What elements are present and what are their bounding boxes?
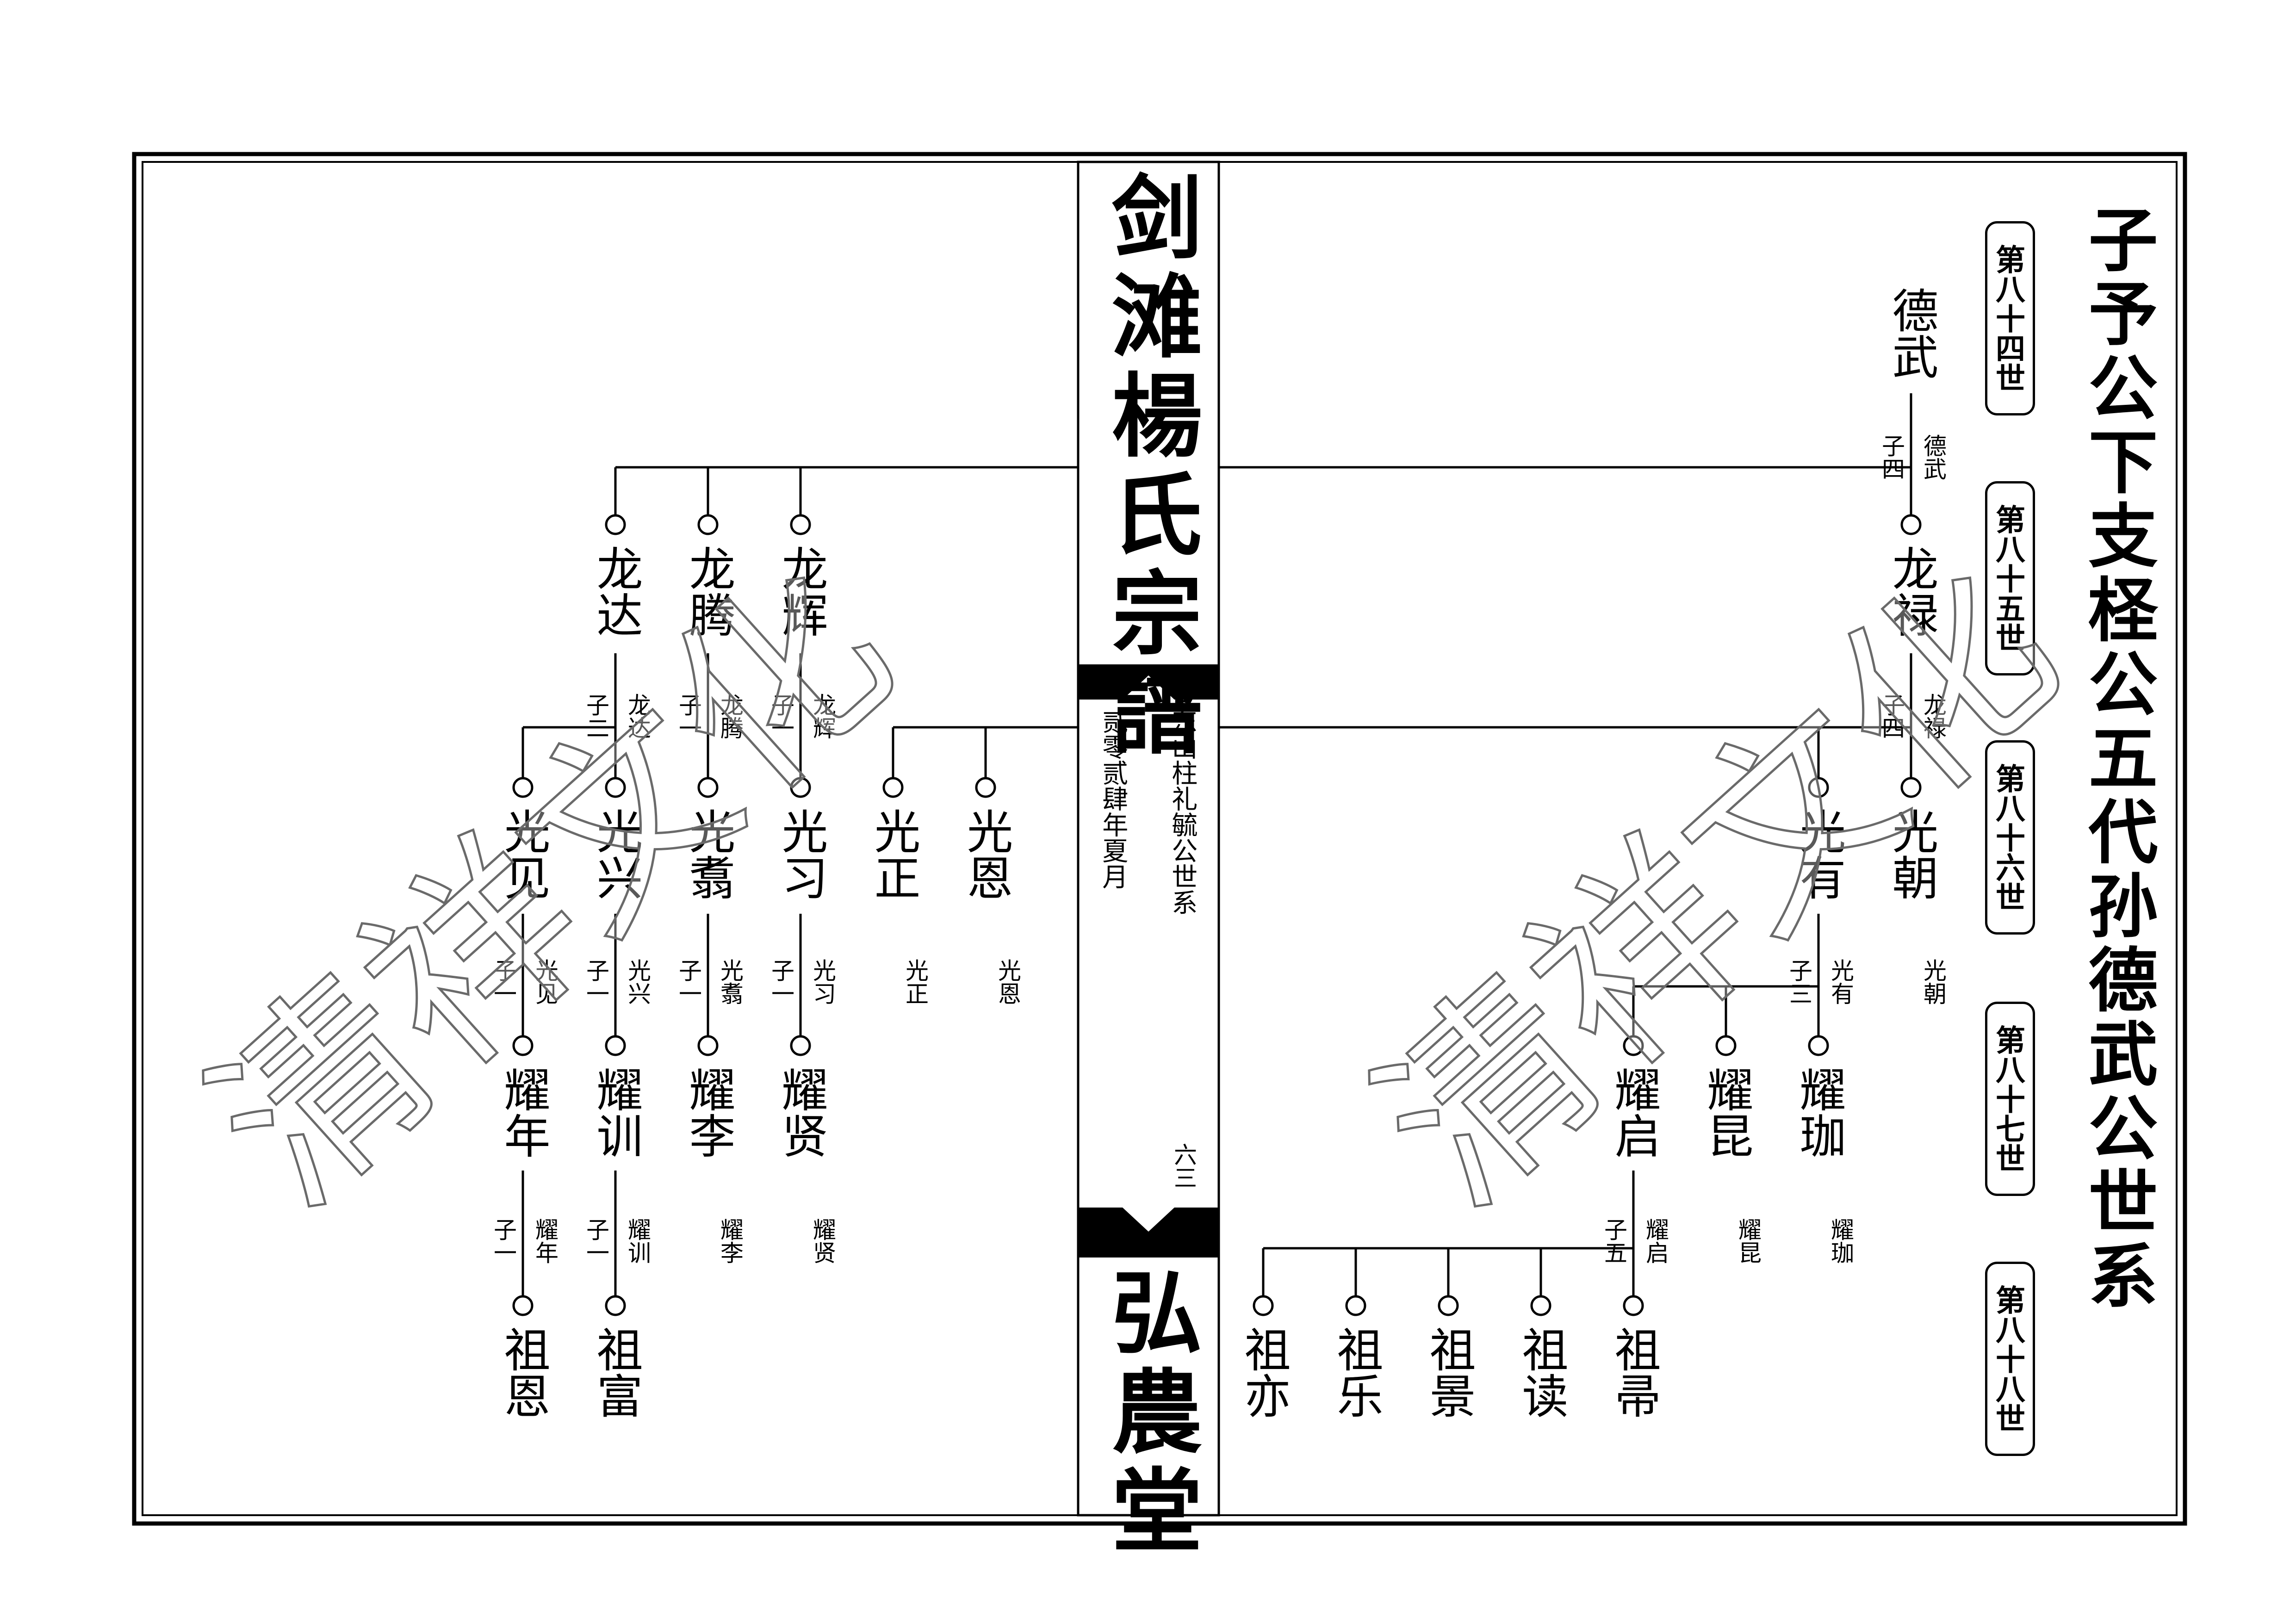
father-note: 耀珈	[1827, 1218, 1854, 1264]
spine-hall-name: 弘農堂	[1096, 1265, 1202, 1562]
person-name: 德武	[1884, 287, 1938, 379]
father-note: 龙禄	[1920, 693, 1947, 739]
sons-count-note: 子一	[675, 959, 702, 1005]
watermark-right: 清祥文化	[1336, 527, 2100, 1248]
person-name: 龙腾	[681, 545, 735, 638]
person-name: 耀贤	[774, 1066, 828, 1158]
father-note: 光习	[809, 959, 836, 1005]
generation-label-87: 第八十七世	[1985, 1002, 2035, 1196]
person-name: 光有	[1792, 808, 1846, 900]
generation-label-88: 第八十八世	[1985, 1262, 2035, 1456]
watermark-left: 清祥文化	[170, 527, 934, 1248]
person-name: 耀昆	[1699, 1066, 1753, 1158]
sons-count-note: 子一	[675, 693, 702, 739]
sons-count-note: 子四	[1878, 434, 1905, 480]
sons-count-note: 子一	[768, 959, 794, 1005]
person-name: 龙辉	[774, 545, 828, 638]
sons-count-note: 子一	[768, 693, 794, 739]
spine-title: 剑滩楊氏宗譜	[1096, 170, 1202, 764]
person-name: 祖帚	[1607, 1326, 1661, 1419]
father-note: 德武	[1920, 434, 1947, 480]
father-note: 耀昆	[1735, 1218, 1762, 1264]
person-name: 光朝	[1884, 808, 1938, 900]
sons-count-note: 子四	[1878, 693, 1905, 739]
spine-page-number: 六三	[1170, 1143, 1197, 1189]
person-name: 耀训	[589, 1066, 643, 1158]
person-name: 光恩	[959, 808, 1013, 900]
father-note: 龙辉	[809, 693, 836, 739]
father-note: 耀年	[532, 1218, 558, 1264]
person-name: 光兴	[589, 808, 643, 900]
father-note: 光恩	[994, 959, 1021, 1005]
person-name: 耀珈	[1792, 1066, 1846, 1158]
generation-label-84: 第八十四世	[1985, 221, 2035, 415]
person-name: 祖富	[589, 1326, 643, 1419]
generation-label-85: 第八十五世	[1985, 481, 2035, 675]
father-note: 光有	[1827, 959, 1854, 1005]
father-note: 光翥	[717, 959, 744, 1005]
person-name: 光翥	[681, 808, 735, 900]
person-name: 光正	[866, 808, 920, 900]
father-note: 耀训	[624, 1218, 651, 1264]
sons-count-note: 子五	[1601, 1218, 1627, 1264]
father-note: 耀李	[717, 1218, 744, 1264]
person-name: 祖乐	[1329, 1326, 1383, 1419]
person-name: 祖景	[1421, 1326, 1476, 1419]
sons-count-note: 子三	[1786, 959, 1812, 1005]
spine-lineage: 东山柱礼毓公世系	[1167, 708, 1198, 915]
sons-count-note: 子一	[490, 1218, 517, 1264]
person-name: 祖读	[1514, 1326, 1568, 1419]
person-name: 祖恩	[496, 1326, 550, 1419]
father-note: 耀启	[1642, 1218, 1669, 1264]
father-note: 龙达	[624, 693, 651, 739]
person-name: 光见	[496, 808, 550, 900]
person-name: 耀启	[1607, 1066, 1661, 1158]
branch-title: 子予公下支柽公五代孙德武公世系	[2077, 204, 2157, 1314]
person-name: 龙禄	[1884, 545, 1938, 638]
person-name: 祖亦	[1236, 1326, 1291, 1419]
sons-count-note: 子一	[490, 959, 517, 1005]
generation-label-86: 第八十六世	[1985, 740, 2035, 935]
father-note: 龙腾	[717, 693, 744, 739]
father-note: 光正	[902, 959, 929, 1005]
person-name: 耀年	[496, 1066, 550, 1158]
person-name: 耀李	[681, 1066, 735, 1158]
spine-date: 贰零贰肆年夏月	[1098, 708, 1128, 889]
person-name: 光习	[774, 808, 828, 900]
person-name: 龙达	[589, 545, 643, 638]
father-note: 光朝	[1920, 959, 1947, 1005]
sons-count-note: 子一	[583, 959, 609, 1005]
sons-count-note: 子二	[583, 693, 609, 739]
father-note: 光兴	[624, 959, 651, 1005]
father-note: 光见	[532, 959, 558, 1005]
father-note: 耀贤	[809, 1218, 836, 1264]
sons-count-note: 子一	[583, 1218, 609, 1264]
